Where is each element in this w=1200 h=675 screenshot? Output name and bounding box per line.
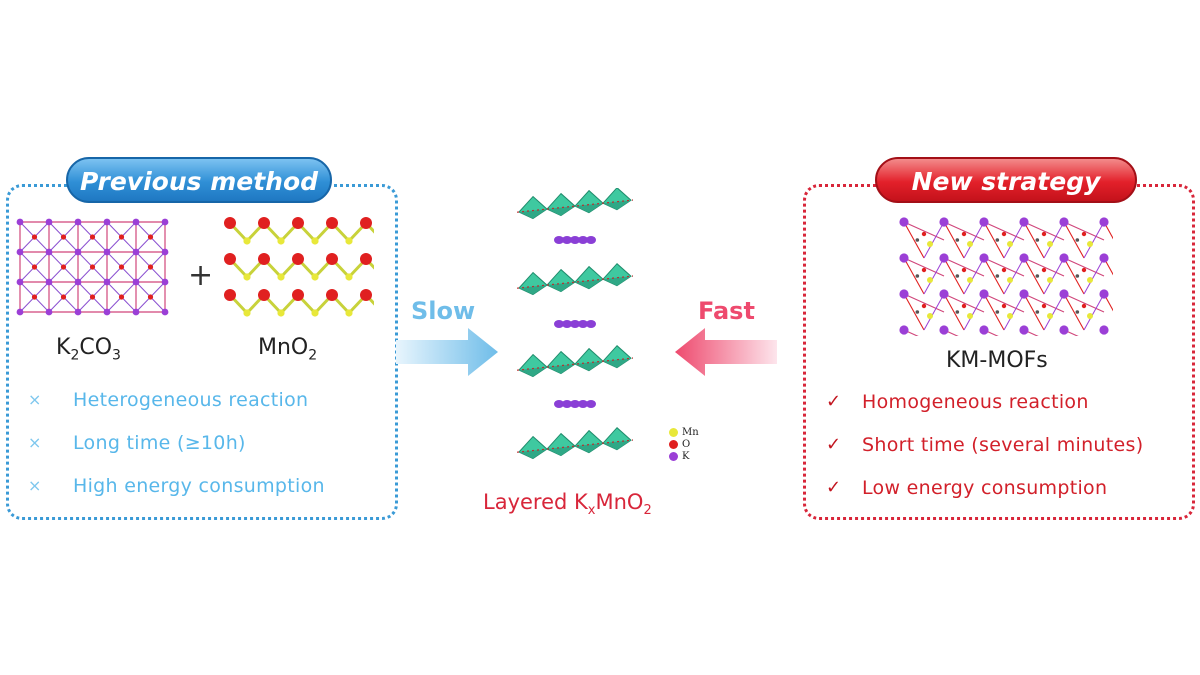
- cross-icon: ×: [28, 476, 42, 495]
- cross-icon: ×: [28, 433, 42, 452]
- fast-arrow: [675, 328, 777, 376]
- mno2-structure: [224, 217, 374, 317]
- new-advantages-list: ✓Homogeneous reaction ✓Short time (sever…: [826, 380, 1143, 509]
- list-item: ×Heterogeneous reaction: [28, 388, 309, 411]
- legend-item-k: K: [669, 450, 699, 462]
- km-mofs-label: KM-MOFs: [946, 348, 1048, 373]
- layered-kxmno2-structure: [517, 188, 633, 460]
- mn-atom-icon: [669, 427, 678, 437]
- check-icon: ✓: [826, 477, 842, 498]
- fast-label: Fast: [698, 297, 755, 325]
- list-item: ×Long time (≥10h): [28, 431, 246, 454]
- legend-item-mn: Mn: [669, 426, 699, 438]
- km-mofs-structure: [899, 217, 1113, 336]
- o-atom-icon: [669, 439, 678, 449]
- slow-label: Slow: [411, 297, 476, 325]
- check-icon: ✓: [826, 434, 842, 455]
- product-caption: Layered KxMnO2: [483, 490, 652, 519]
- mno2-label: MnO2: [258, 335, 318, 364]
- plus-sign: +: [188, 258, 214, 293]
- previous-drawbacks-list: ×Heterogeneous reaction ×Long time (≥10h…: [28, 378, 325, 507]
- list-item: ✓Homogeneous reaction: [826, 390, 1089, 413]
- legend-item-o: O: [669, 438, 699, 450]
- list-item: ✓Short time (several minutes): [826, 433, 1144, 456]
- list-item: ✓Low energy consumption: [826, 476, 1108, 499]
- k-atom-icon: [669, 451, 678, 461]
- k2co3-structure: [16, 218, 169, 316]
- atom-legend: Mn O K: [669, 426, 699, 462]
- cross-icon: ×: [28, 390, 42, 409]
- new-strategy-title: New strategy: [875, 157, 1137, 203]
- previous-method-title: Previous method: [66, 157, 332, 203]
- check-icon: ✓: [826, 391, 842, 412]
- k2co3-label: K2CO3: [56, 335, 121, 364]
- slow-arrow: [396, 328, 498, 376]
- list-item: ×High energy consumption: [28, 474, 325, 497]
